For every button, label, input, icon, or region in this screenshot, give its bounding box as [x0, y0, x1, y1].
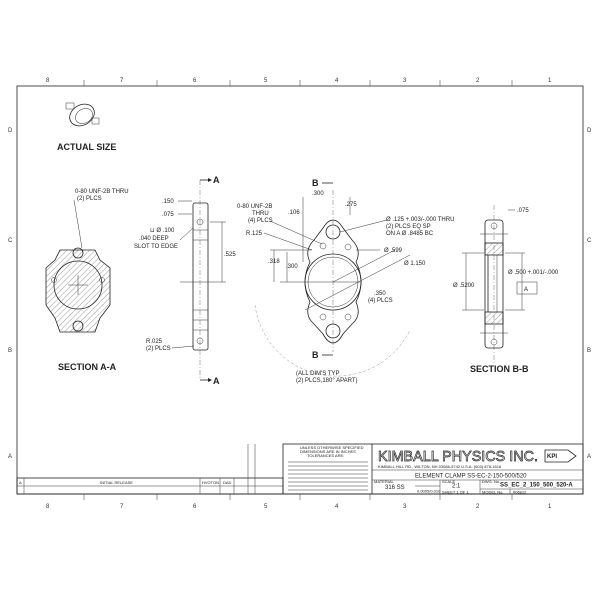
zone-rows: D C B A D C B A: [8, 128, 592, 460]
dim-text: Ø .599: [384, 248, 403, 254]
scale-value: 2:1: [452, 484, 461, 490]
material-value: 316 SS: [385, 485, 405, 491]
zone-row: B: [8, 348, 12, 354]
zone-col: 2: [476, 78, 480, 84]
dim-text: .525: [224, 252, 236, 258]
datum-label: A: [524, 287, 528, 293]
zone-col: 3: [403, 78, 407, 84]
zone-col: 5: [264, 78, 268, 84]
tolerance-note: DIMENSIONS ARE IN INCHES: [300, 449, 356, 454]
finish-value: 0.0005/0.010: [417, 489, 441, 494]
zone-columns-bottom: 8 7 6 5 4 3 2 1: [46, 504, 552, 510]
dim-text: THRU: [252, 211, 269, 217]
company-address: KIMBALL HILL RD., WILTON, NH 03086-9742 …: [378, 464, 502, 469]
dim-text: (2) PLCS: [77, 196, 102, 202]
dim-text: Ø .5200: [453, 283, 475, 289]
note-text: (ALL DIM'S TYP: [296, 371, 340, 377]
revision-block: A INITIAL RELEASE HVOTON DAD: [16, 444, 284, 495]
dim-text: .300: [286, 264, 298, 270]
kpi-logo: KPI: [547, 454, 557, 460]
dim-text: Ø .125 +.003/-.000 THRU: [386, 217, 454, 223]
zone-col: 8: [46, 78, 50, 84]
dim-text: .075: [162, 212, 174, 218]
dim-text: .350: [374, 291, 386, 297]
section-a-a-view: 0-80 UNF-2B THRU (2) PLCS SECTION A-A: [45, 189, 129, 372]
revision-description: INITIAL RELEASE: [100, 480, 133, 485]
section-marker-b: B: [312, 178, 319, 188]
section-marker-a: A: [213, 376, 220, 386]
dim-text: SLOT TO EDGE: [134, 244, 178, 250]
zone-row: D: [8, 128, 13, 134]
dim-text: Ø 1.150: [404, 261, 426, 267]
dim-text: .040 DEEP: [139, 236, 169, 242]
company-logo-text: KIMBALL PHYSICS INC.: [378, 448, 538, 465]
zone-row: C: [8, 238, 13, 244]
material-label: MATERIAL: [374, 479, 394, 484]
dim-text: .318: [268, 259, 280, 265]
zone-col: 2: [476, 504, 480, 510]
model-label: MODEL No.: [482, 490, 503, 495]
zone-row: C: [587, 238, 592, 244]
tolerance-note: UNLESS OTHERWISE SPECIFIED: [300, 445, 364, 450]
dim-text: Ø .500 +.001/-.000: [508, 270, 559, 276]
dim-text: (2) PLCS EQ SP: [386, 224, 431, 230]
front-view: B B .300 .275 .106 0-80 UNF-2B THRU (4) …: [237, 178, 454, 384]
drawing-title: ELEMENT CLAMP SS-EC-2-150-500/520: [415, 474, 527, 480]
dim-text: R.125: [246, 231, 263, 237]
zone-columns-top: 8 7 6 5 4 3 2 1: [46, 78, 552, 84]
section-b-b-label: SECTION B-B: [470, 364, 529, 374]
zone-col: 4: [335, 78, 339, 84]
zone-row: D: [587, 128, 592, 134]
dim-text: ⊔ Ø .100: [150, 228, 175, 234]
revision-by: HVOTON: [202, 480, 219, 485]
dim-text: .075: [517, 208, 529, 214]
dwg-label: DWG. No.: [482, 479, 500, 484]
zone-col: 1: [548, 78, 552, 84]
dim-text: (4) PLCS: [368, 298, 393, 304]
zone-col: 5: [264, 504, 268, 510]
section-a-a-label: SECTION A-A: [58, 362, 117, 372]
model-number: #06812: [513, 490, 527, 495]
zone-col: 6: [193, 78, 197, 84]
zone-col: 7: [120, 504, 124, 510]
zone-col: 8: [46, 504, 50, 510]
dim-text: (4) PLCS: [248, 218, 273, 224]
scale-label: SCALE: [442, 479, 455, 484]
zone-row: A: [587, 454, 591, 460]
dim-text: (2) PLCS: [146, 346, 171, 352]
zone-col: 1: [548, 504, 552, 510]
dim-text: .275: [345, 202, 357, 208]
sheet-value: SHEET 1 OF 1: [442, 490, 469, 495]
section-b-b-view: .075 Ø .5200 Ø .500 +.001/-.000 A SECTIO…: [453, 205, 559, 374]
dim-text: .150: [162, 199, 174, 205]
dwg-number: SS_EC_2_150_500_520-A: [500, 483, 573, 489]
section-marker-a: A: [213, 175, 220, 185]
dim-text: .300: [312, 191, 324, 197]
actual-size-label: ACTUAL SIZE: [57, 142, 116, 152]
dim-text: .106: [288, 210, 300, 216]
dim-text: ON A Ø .8485 BC: [386, 231, 434, 237]
dim-text: R.025: [146, 339, 163, 345]
zone-col: 3: [403, 504, 407, 510]
zone-col: 6: [193, 504, 197, 510]
revision-letter: A: [19, 480, 22, 485]
tolerance-note: TOLERANCES ARE:: [307, 453, 344, 458]
zone-row: B: [587, 348, 591, 354]
zone-col: 4: [335, 504, 339, 510]
dim-text: 0-80 UNF-2B THRU: [75, 189, 129, 195]
section-marker-b: B: [312, 350, 319, 360]
zone-row: A: [8, 454, 12, 460]
revision-chk: DAD: [223, 480, 232, 485]
kpi-logo-flag: [544, 449, 577, 463]
note-text: (2) PLCS,180° APART): [296, 378, 358, 384]
side-view: A A .150 .075 ⊔ Ø .100 .040 DEEP SLOT TO…: [134, 175, 236, 386]
title-block: UNLESS OTHERWISE SPECIFIED DIMENSIONS AR…: [282, 443, 584, 495]
zone-col: 7: [120, 78, 124, 84]
dim-text: 0-80 UNF-2B: [237, 204, 272, 210]
actual-size-view: ACTUAL SIZE: [57, 102, 116, 152]
